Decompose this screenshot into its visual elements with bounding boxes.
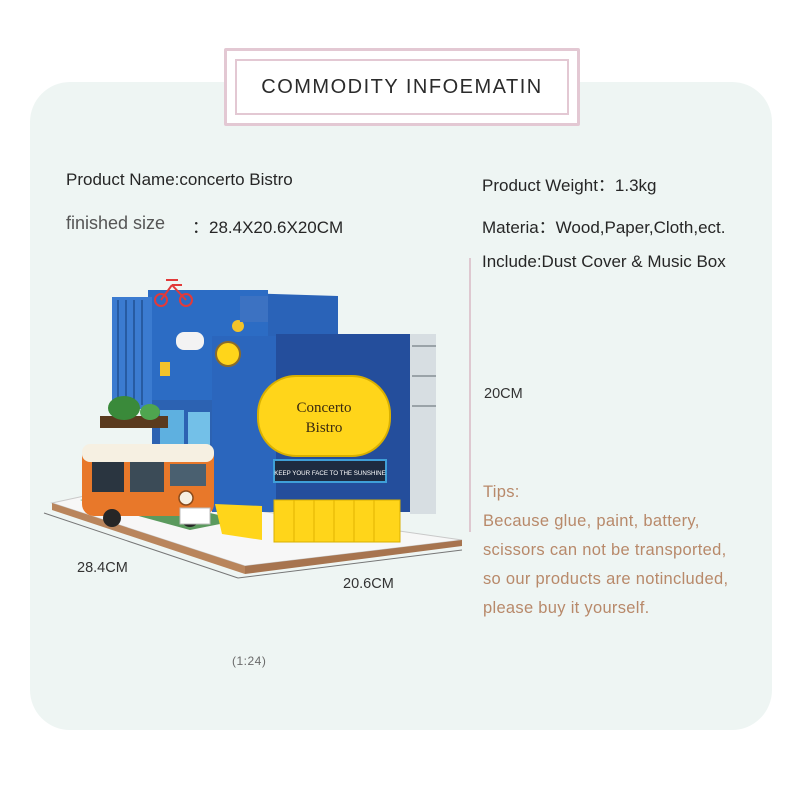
van-window-middle (130, 462, 164, 492)
tips-block: Tips: Because glue, paint, battery, scis… (483, 478, 728, 623)
finished-size-value: ：28.4X20.6X20CM (192, 218, 344, 237)
section-title-frame: COMMODITY INFOEMATIN (224, 48, 580, 126)
tips-line: please buy it yourself. (483, 599, 650, 617)
finished-size-label: finished size (66, 213, 166, 233)
warning-label (160, 362, 170, 376)
section-title: COMMODITY INFOEMATIN (261, 75, 543, 98)
scaffold-column (410, 334, 436, 514)
bistro-sign-line2: Bistro (306, 420, 343, 436)
include: Include:Dust Cover & Music Box (482, 252, 726, 271)
round-window-small (232, 320, 244, 332)
container-window (176, 332, 204, 350)
section-title-inner-frame: COMMODITY INFOEMATIN (235, 59, 569, 115)
yellow-counter-left (215, 504, 262, 540)
container-door-left (112, 297, 152, 409)
roof-rack (100, 416, 168, 428)
tips-line: Because glue, paint, battery, (483, 512, 700, 530)
length-label: 28.4CM (77, 560, 128, 576)
van-roof (82, 444, 214, 462)
yellow-awning (273, 499, 401, 543)
material: Materia：Wood,Paper,Cloth,ect. (482, 218, 726, 237)
container-panel-top (240, 296, 268, 322)
product-name: Product Name:concerto Bistro (66, 170, 293, 189)
tips-line: scissors can not be transported, (483, 541, 727, 559)
base-edge-front (52, 503, 245, 574)
bistro-sign-line1: Concerto (297, 400, 352, 416)
height-label: 20CM (484, 386, 523, 402)
van-windshield (170, 464, 206, 486)
slogan-banner-text: KEEP YOUR FACE TO THE SUNSHINE (274, 470, 386, 477)
roof-plant (108, 396, 140, 420)
width-label: 20.6CM (343, 576, 394, 592)
round-window (215, 341, 241, 367)
bicycle-model (154, 279, 193, 307)
van-wheel-rear (103, 509, 121, 527)
tips-heading: Tips: (483, 483, 520, 501)
bistro-sign (257, 375, 391, 457)
slogan-banner (273, 459, 387, 483)
base-edge-side (245, 540, 462, 574)
roof-plant-small (140, 404, 160, 420)
tips-line: so our products are notincluded, (483, 570, 729, 588)
outdoor-bench (179, 507, 211, 525)
product-weight: Product Weight：1.3kg (482, 176, 657, 195)
van-window-left (92, 462, 124, 492)
length-dimension-line (43, 512, 239, 579)
scale-label: (1:24) (232, 654, 267, 668)
van-logo (178, 490, 194, 506)
width-dimension-line (237, 549, 463, 579)
